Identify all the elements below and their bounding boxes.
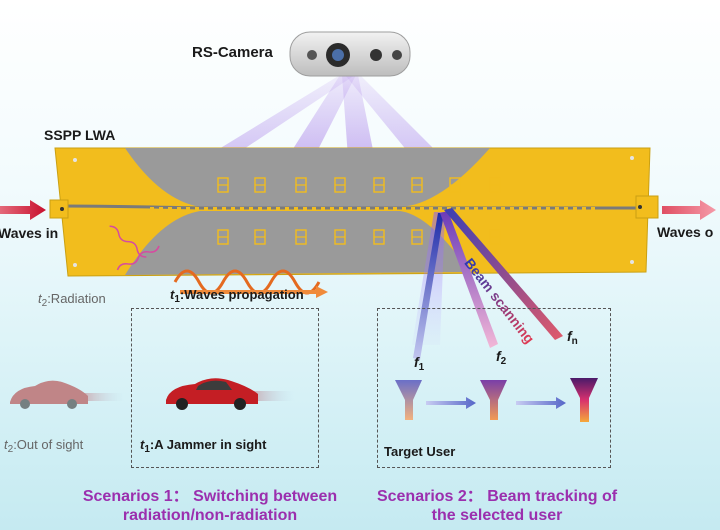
center-slot: [492, 207, 496, 210]
center-slot: [501, 207, 505, 210]
beam-f1: [413, 213, 444, 360]
center-slot: [267, 207, 271, 210]
center-slot: [402, 207, 406, 210]
t2-radiation-label: t2:Radiation: [38, 291, 106, 309]
propagation-wave: [173, 269, 321, 295]
camera-label: RS-Camera: [192, 44, 273, 61]
t1-jammer-label: t1:A Jammer in sight: [140, 437, 267, 455]
t1-propagation-label: t1:Waves propagation: [170, 287, 304, 305]
center-slot: [573, 207, 577, 210]
center-slot: [564, 207, 568, 210]
beam-f2: [440, 211, 498, 348]
center-slot: [528, 207, 532, 210]
waves-out-label: Waves o: [657, 224, 714, 240]
center-slot: [546, 207, 550, 210]
center-slot: [258, 207, 262, 210]
center-slot: [195, 207, 199, 210]
center-slot: [186, 207, 190, 210]
center-slot: [150, 207, 154, 210]
center-slot: [330, 207, 334, 210]
center-slot: [420, 207, 424, 210]
center-slot: [294, 207, 298, 210]
radiation-wave-icon: [116, 245, 160, 271]
antenna-slots: [150, 177, 595, 245]
center-slot: [375, 207, 379, 210]
center-slot: [591, 207, 595, 210]
waves-in-arrow: [0, 200, 46, 220]
waves-out-arrow: [662, 200, 716, 220]
center-slot: [366, 207, 370, 210]
center-slot: [222, 207, 226, 210]
antenna-label: SSPP LWA: [44, 127, 116, 143]
scenario2-line1: Scenarios 2： Beam tracking of: [376, 488, 618, 505]
propagation-arrow: [180, 286, 328, 298]
center-slot: [537, 207, 541, 210]
t2-out-of-sight-label: t2:Out of sight: [4, 437, 84, 455]
scenario1-caption: Scenarios 1： Switching between radiation…: [60, 487, 360, 525]
center-slot: [177, 207, 181, 210]
center-slot: [393, 207, 397, 210]
center-slot: [411, 207, 415, 210]
center-slot: [429, 207, 433, 210]
center-slot: [582, 207, 586, 210]
beam-fn: [444, 208, 563, 340]
car-jammer: [166, 378, 295, 410]
scenario1-line1: Scenarios 1： Switching between: [82, 488, 338, 505]
center-slot: [276, 207, 280, 210]
center-slot: [456, 207, 460, 210]
center-slot: [303, 207, 307, 210]
center-slot: [159, 207, 163, 210]
radiation-wave-icon: [109, 225, 147, 258]
center-slot: [249, 207, 253, 210]
target-user-label: Target User: [384, 444, 456, 459]
center-slot: [213, 207, 217, 210]
scenario2-caption: Scenarios 2： Beam tracking of the select…: [362, 487, 632, 525]
center-slot: [474, 207, 478, 210]
center-slot: [348, 207, 352, 210]
center-slot: [510, 207, 514, 210]
scenario1-line2: radiation/non-radiation: [122, 507, 298, 524]
center-slot: [555, 207, 559, 210]
center-slot: [285, 207, 289, 210]
target-user-horns: [395, 378, 598, 422]
center-slot: [519, 207, 523, 210]
center-slot: [465, 207, 469, 210]
scenario1-box: [131, 308, 319, 468]
freq-f1-label: f1: [414, 354, 425, 373]
center-slot: [384, 207, 388, 210]
freq-f2-label: f2: [496, 348, 507, 367]
center-slot: [312, 207, 316, 210]
car-out-of-sight: [10, 380, 125, 409]
sspp-lwa-antenna: [49, 147, 659, 277]
scenario2-line2: the selected user: [431, 507, 563, 524]
freq-fn-label: fn: [567, 328, 578, 347]
center-slot: [240, 207, 244, 210]
scenario2-box: [377, 308, 611, 468]
center-slot: [447, 207, 451, 210]
center-slot: [357, 207, 361, 210]
rs-camera: [289, 31, 411, 77]
waves-in-label: Waves in: [0, 225, 59, 241]
center-slot: [438, 207, 442, 210]
center-slot: [204, 207, 208, 210]
center-slot: [168, 207, 172, 210]
center-slot: [231, 207, 235, 210]
center-slot: [321, 207, 325, 210]
center-slot: [339, 207, 343, 210]
center-slot: [483, 207, 487, 210]
